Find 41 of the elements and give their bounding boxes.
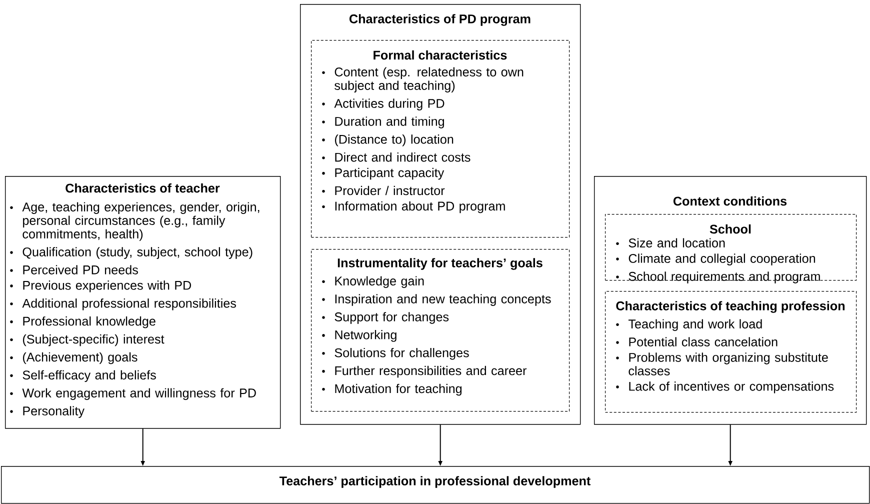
list-item: Further responsibilities and career <box>322 366 527 378</box>
heading: Context conditions <box>673 196 787 206</box>
list-item: Support for changes <box>322 312 449 324</box>
list-item: Potential class cancelation <box>616 337 778 346</box>
list-item: Work engagement and willingness for PD <box>10 388 256 400</box>
list-item: Size and location <box>616 238 725 248</box>
list-item: Inspiration and new teaching concepts <box>322 294 551 306</box>
heading: Teachers’ participation in professional development <box>279 476 591 488</box>
heading: School <box>710 224 751 234</box>
list-item: (Achievement) goals <box>10 352 138 364</box>
list-item: Knowledge gain <box>322 276 424 288</box>
list-item: Climate and collegial cooperation <box>616 254 816 266</box>
list-item: Provider / instructor <box>322 186 445 196</box>
list-item: Solutions for challenges <box>322 348 469 360</box>
list-item: (Subject-specific) interest <box>10 334 164 346</box>
list-item: Participant capacity <box>322 168 444 180</box>
list-item: Motivation for teaching <box>322 384 462 396</box>
list-item: Previous experiences with PD <box>10 280 192 292</box>
list-item: Teaching and work load <box>616 319 762 331</box>
list-item: Problems with organizing substitute classes <box>616 352 828 376</box>
list-item: Content (esp. relatedness to own subject and teaching) <box>322 67 524 92</box>
heading: Instrumentality for teachers’ goals <box>338 258 542 270</box>
list-item: Perceived PD needs <box>10 265 138 274</box>
heading: Formal characteristics <box>374 50 507 60</box>
list-item: Self-efficacy and beliefs <box>10 370 156 382</box>
list-item: (Distance to) location <box>322 134 454 146</box>
list-item: Duration and timing <box>322 116 444 128</box>
list-item: Qualification (study, subject, school type) <box>10 247 252 259</box>
list-item: Lack of incentives or compensations <box>616 382 834 394</box>
list-item: Networking <box>322 330 396 342</box>
heading: Characteristics of PD program <box>350 14 530 26</box>
list-item: Direct and indirect costs <box>322 152 470 162</box>
list-item: Additional professional responsibilities <box>10 298 236 310</box>
list-item: Professional knowledge <box>10 316 156 328</box>
heading: Characteristics of teaching profession <box>616 301 845 313</box>
list-item: School requirements and program <box>616 272 820 284</box>
list-item: Personality <box>10 406 84 418</box>
list-item: Activities during PD <box>322 98 444 110</box>
list-item: Age, teaching experiences, gender, origin, personal circumstances (e.g., family commitments, health) <box>10 202 260 241</box>
heading: Characteristics of teacher <box>66 183 220 193</box>
list-item: Information about PD program <box>322 201 505 214</box>
